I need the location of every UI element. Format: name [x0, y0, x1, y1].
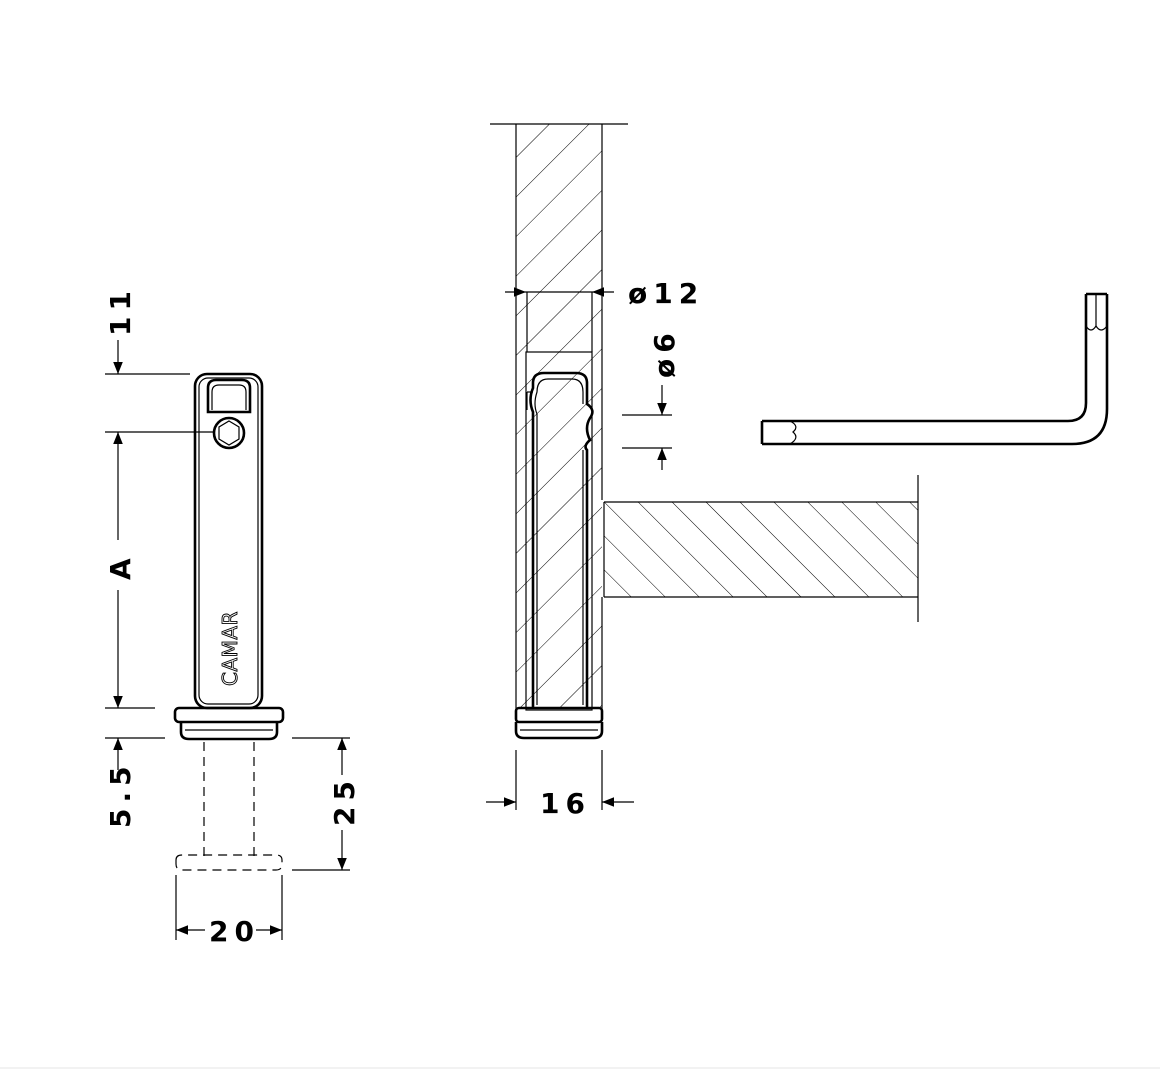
width-dimension: 20 [175, 875, 283, 948]
dim-bore-small: ø6 [648, 327, 681, 378]
panel-bore [525, 351, 593, 711]
dim-drop: 25 [328, 775, 361, 826]
panel-thickness-dimension: 16 [486, 750, 634, 820]
hex-screw-icon [212, 416, 246, 450]
dim-top-offset: 11 [104, 285, 137, 336]
dim-panel-thickness: 16 [540, 787, 591, 820]
dim-bore-large: ø12 [628, 277, 704, 310]
dim-width: 20 [209, 915, 260, 948]
pin-front-view: CAMAR [173, 372, 285, 871]
vertical-panel [516, 124, 602, 708]
bore-small-dimension: ø6 [622, 327, 681, 470]
dim-head-height: 5.5 [104, 760, 137, 828]
pin-section-head [514, 706, 604, 724]
drop-dimension: 25 [292, 737, 361, 871]
pin-slot [206, 378, 252, 414]
pin-dropped-outline [175, 854, 283, 871]
bore-large-dimension: ø12 [505, 277, 704, 310]
panel-section-view [490, 123, 919, 740]
pin-head-base [179, 722, 279, 741]
dim-length-a: A [104, 552, 137, 580]
hex-key-icon [760, 292, 1109, 446]
pin-head [173, 706, 285, 724]
brand-label: CAMAR [218, 611, 242, 686]
left-vertical-dimensions: 11 A 5.5 [104, 285, 214, 828]
horizontal-shelf [604, 502, 918, 597]
pin-section [529, 371, 594, 708]
